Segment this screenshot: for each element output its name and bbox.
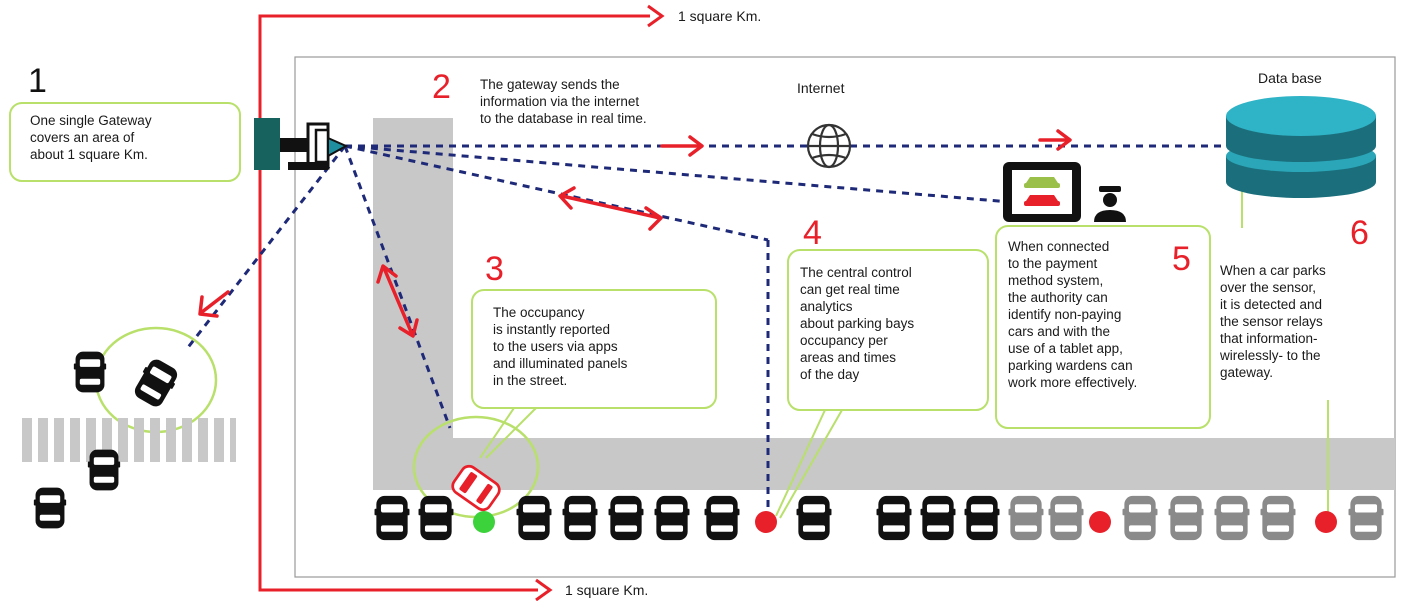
internet-label: Internet	[797, 80, 845, 96]
crosswalk	[22, 418, 236, 462]
database-label: Data base	[1258, 70, 1322, 86]
parking-warden-icon	[1094, 186, 1126, 222]
free-bay-dot	[473, 511, 495, 533]
gateway-antenna-icon	[254, 118, 349, 170]
callout-pointers	[479, 178, 1329, 519]
scale-label-top: 1 square Km.	[678, 8, 762, 24]
step-4-text: The central control can get real time an…	[800, 265, 915, 382]
step-2-number: 2	[432, 68, 451, 106]
sensor-dots	[755, 511, 1337, 533]
scale-label-bottom: 1 square Km.	[565, 582, 649, 598]
direction-arrows	[198, 129, 1072, 338]
callout-boxes	[9, 102, 1211, 429]
step-1-number: 1	[28, 62, 47, 100]
scale-lines	[258, 4, 665, 601]
step-5-number: 5	[1172, 240, 1191, 278]
step-5-text: When connected to the payment method sys…	[1008, 239, 1138, 390]
arriving-car	[451, 464, 501, 512]
step-6-text: When a car parks over the sensor, it is …	[1220, 263, 1326, 380]
step-3-number: 3	[485, 250, 504, 288]
tablet-icon	[1003, 162, 1081, 222]
step-6-number: 6	[1350, 214, 1369, 252]
step-1-text: One single Gateway covers an area of abo…	[30, 113, 152, 162]
step-3-text: The occupancy is instantly reported to t…	[493, 305, 628, 388]
database-icon	[1226, 96, 1376, 198]
globe-icon	[806, 123, 852, 169]
roads	[373, 118, 1395, 490]
step-4-number: 4	[803, 214, 822, 252]
step-2-text: The gateway sends the information via th…	[480, 77, 647, 126]
signal-links	[184, 144, 1222, 514]
